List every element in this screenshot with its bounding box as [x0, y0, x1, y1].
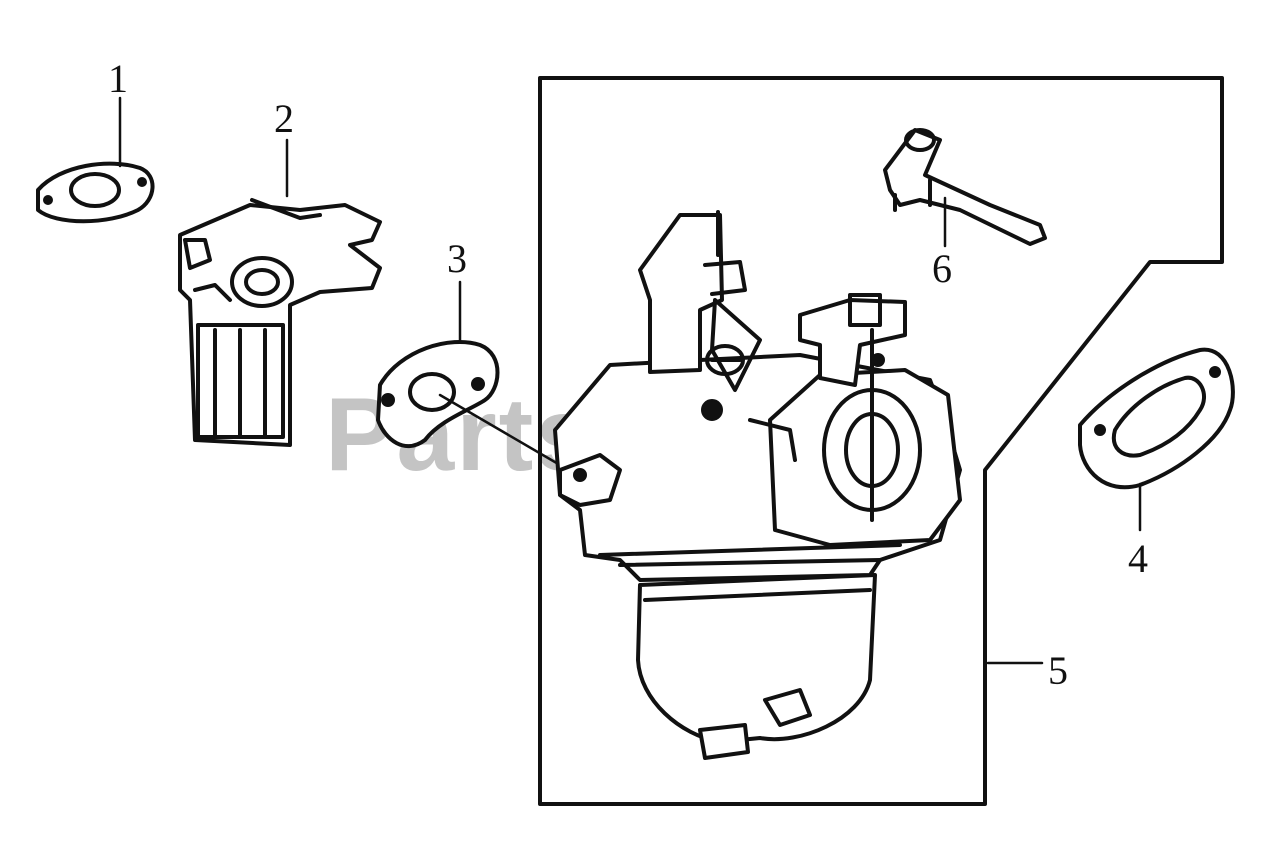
part-3-gasket[interactable] — [376, 340, 500, 448]
part-4-gasket[interactable] — [1078, 347, 1235, 490]
part-6-choke-lever[interactable] — [883, 128, 1047, 246]
callout-5[interactable]: 5 — [1048, 648, 1068, 693]
callout-1[interactable]: 1 — [108, 56, 128, 101]
callout-4[interactable]: 4 — [1128, 536, 1148, 581]
part-2-spacer[interactable] — [178, 198, 382, 447]
assembly-boundary — [538, 76, 1224, 806]
callout-2[interactable]: 2 — [274, 96, 294, 141]
part-1-gasket[interactable] — [36, 161, 155, 224]
part-5-carburetor[interactable] — [553, 210, 962, 760]
leader-line-3b — [438, 393, 562, 467]
callout-3[interactable]: 3 — [447, 236, 467, 281]
callout-6[interactable]: 6 — [932, 246, 952, 291]
